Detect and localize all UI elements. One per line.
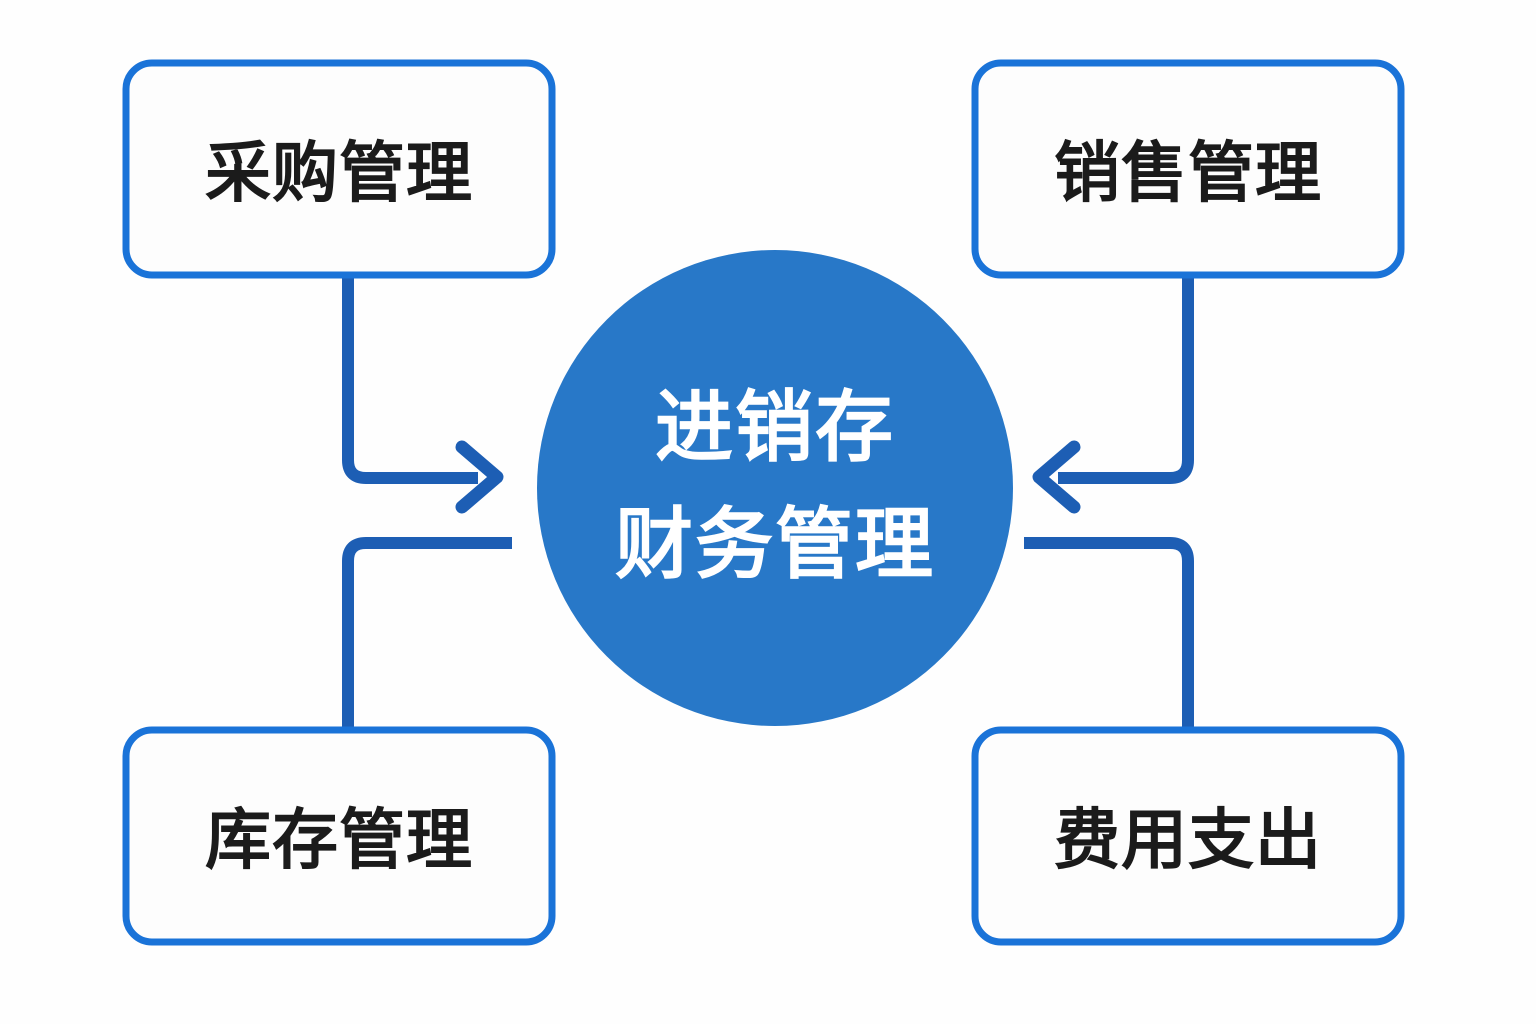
- node-expense-expenditure[interactable]: 费用支出: [971, 726, 1405, 946]
- center-hub[interactable]: 进销存 财务管理: [537, 250, 1013, 726]
- connector-path-inventory: [342, 537, 512, 740]
- connector-sales-to-hub: [1032, 272, 1194, 514]
- node-purchase-management[interactable]: 采购管理: [122, 59, 556, 279]
- node-inventory-management[interactable]: 库存管理: [122, 726, 556, 946]
- connector-path-expense: [1024, 537, 1194, 740]
- arrow-left-chevron-icon: [1032, 440, 1081, 514]
- arrow-right-chevron-icon: [455, 440, 504, 514]
- node-box-inventory: [122, 726, 556, 946]
- node-label-expense: 费用支出: [1054, 802, 1322, 879]
- hub-label-line1: 进销存: [655, 383, 895, 473]
- connector-purchase-to-hub: [342, 272, 504, 514]
- connector-expense-to-hub: [1024, 537, 1194, 740]
- node-box-purchase: [122, 59, 556, 279]
- connector-path-sales: [1058, 272, 1194, 484]
- connector-path-purchase: [342, 272, 478, 484]
- node-sales-management[interactable]: 销售管理: [971, 59, 1405, 279]
- hub-circle-shape: [537, 250, 1013, 726]
- connector-inventory-to-hub: [342, 537, 512, 740]
- node-box-sales: [971, 59, 1405, 279]
- node-label-inventory: 库存管理: [205, 802, 473, 879]
- node-label-purchase: 采购管理: [205, 135, 473, 212]
- node-box-expense: [971, 726, 1405, 946]
- hub-label-line2: 财务管理: [615, 500, 935, 590]
- node-label-sales: 销售管理: [1054, 135, 1322, 212]
